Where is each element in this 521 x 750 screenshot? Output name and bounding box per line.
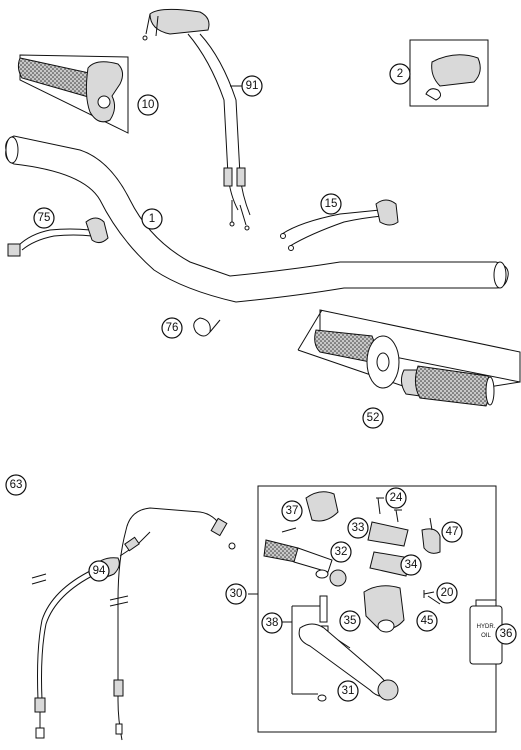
svg-text:34: 34 — [405, 559, 418, 571]
throttle-grip-rubber — [17, 57, 97, 99]
callout-63: 63 — [5, 474, 27, 496]
callout-47: 47 — [441, 521, 463, 543]
pin-38 — [319, 595, 328, 623]
bar-pad-group — [409, 39, 489, 107]
svg-text:32: 32 — [335, 546, 348, 558]
cable-94-top — [125, 507, 223, 531]
svg-text:37: 37 — [286, 505, 299, 517]
oil-bottle-label-line-1: HYDR. — [477, 624, 496, 630]
throttle-cable-b — [199, 33, 251, 216]
clamp-37 — [305, 491, 339, 522]
clutch-cable-sheath — [37, 569, 93, 701]
screw-20 — [423, 590, 435, 598]
callout-36: 36 — [495, 623, 517, 645]
lever-assembly — [257, 485, 497, 733]
svg-text:15: 15 — [325, 198, 338, 210]
oil-bottle-label-line-2: OIL — [481, 633, 491, 639]
cap-34 — [369, 551, 411, 577]
callout-2: 2 — [389, 63, 411, 85]
cable-94 — [109, 507, 236, 741]
callout-52: 52 — [362, 407, 384, 429]
svg-text:24: 24 — [390, 492, 403, 504]
svg-text:1: 1 — [149, 213, 155, 225]
callout-37: 37 — [281, 500, 303, 522]
callout-76: 76 — [161, 317, 183, 339]
callout-1: 1 — [141, 208, 163, 230]
cable-tie — [193, 317, 221, 337]
callout-20: 20 — [436, 582, 458, 604]
switch-body — [375, 199, 399, 226]
handlebar — [5, 135, 509, 303]
kill-switch-left — [7, 217, 109, 257]
callout-10: 10 — [137, 94, 159, 116]
svg-text:76: 76 — [166, 322, 179, 334]
callout-45: 45 — [416, 610, 438, 632]
screw-24 — [376, 497, 384, 515]
callout-91: 91 — [241, 75, 263, 97]
leader-lines — [230, 85, 441, 623]
part-47 — [421, 528, 441, 554]
svg-text:33: 33 — [352, 522, 365, 534]
svg-text:31: 31 — [342, 685, 355, 697]
plate-33 — [367, 521, 409, 547]
kill-switch-wire — [17, 228, 91, 247]
switch-wire — [281, 209, 381, 235]
callout-34: 34 — [400, 554, 422, 576]
grip-right — [414, 365, 492, 407]
callout-33: 33 — [347, 517, 369, 539]
callout-94: 94 — [88, 560, 110, 582]
throttle-housing — [85, 61, 124, 123]
callout-31: 31 — [337, 680, 359, 702]
svg-text:20: 20 — [441, 587, 454, 599]
svg-text:47: 47 — [446, 526, 459, 538]
svg-text:75: 75 — [38, 212, 51, 224]
cable-connector-housing — [149, 8, 210, 35]
throttle-housing-bolt — [97, 95, 111, 109]
callout-30: 30 — [225, 583, 247, 605]
kill-switch-body — [85, 217, 109, 244]
bar-pad — [431, 54, 481, 87]
throttle-cables — [142, 8, 251, 231]
kill-switch-right — [280, 199, 399, 251]
callout-35: 35 — [339, 610, 361, 632]
piston-32 — [329, 569, 347, 587]
svg-text:63: 63 — [10, 479, 23, 491]
svg-text:52: 52 — [367, 412, 380, 424]
grip-set — [297, 309, 521, 407]
bar-pad-strap — [425, 88, 442, 101]
svg-text:45: 45 — [421, 615, 434, 627]
callout-15: 15 — [320, 193, 342, 215]
svg-text:91: 91 — [246, 80, 259, 92]
callout-75: 75 — [33, 207, 55, 229]
svg-text:36: 36 — [500, 628, 513, 640]
svg-text:10: 10 — [142, 99, 155, 111]
svg-text:35: 35 — [344, 615, 357, 627]
spring-32 — [263, 539, 299, 563]
svg-text:2: 2 — [397, 68, 403, 80]
callout-24: 24 — [385, 487, 407, 509]
svg-text:30: 30 — [230, 588, 243, 600]
callout-32: 32 — [330, 541, 352, 563]
handlebar-tube — [5, 135, 509, 303]
clutch-cable-63 — [31, 531, 151, 739]
callout-38: 38 — [261, 612, 283, 634]
oil-bottle-label: HYDR. OIL — [477, 624, 496, 639]
throttle-cable-a — [187, 33, 239, 211]
grip-left — [314, 329, 376, 363]
throttle-grip-assembly — [17, 54, 129, 134]
svg-text:94: 94 — [93, 565, 106, 577]
svg-text:38: 38 — [266, 617, 279, 629]
